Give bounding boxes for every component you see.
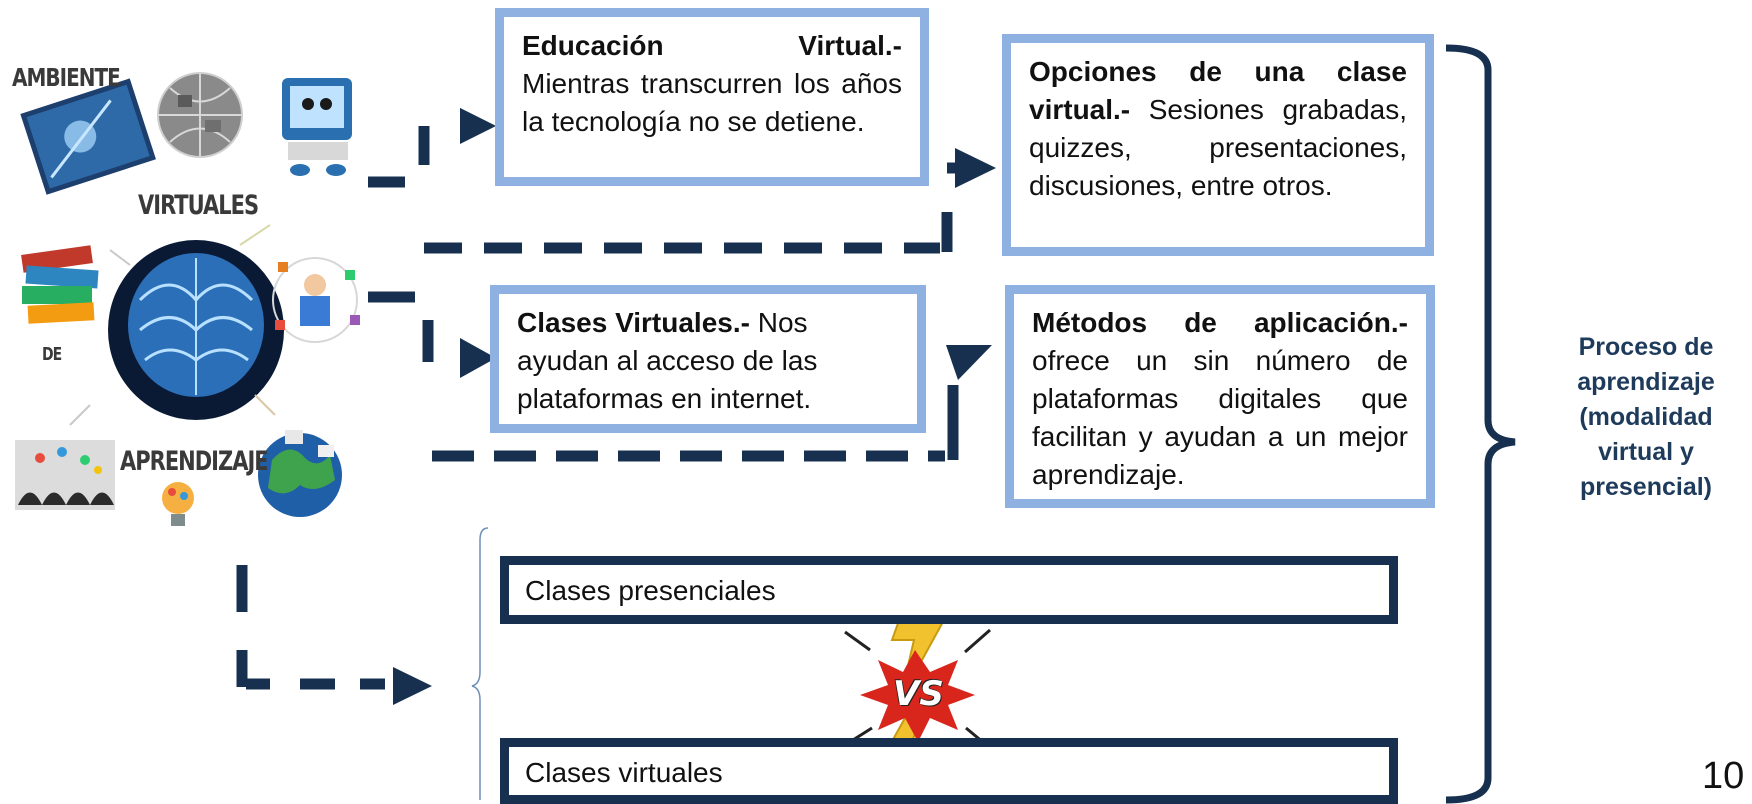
collage-word-de: DE: [42, 345, 62, 365]
page-number: 10: [1702, 755, 1745, 797]
comparison-thin-brace: [471, 527, 489, 800]
photo-globe-image: [157, 72, 243, 158]
educacion-body: Mientras transcurren los años la tecnolo…: [522, 68, 902, 137]
computer-robot-image: [282, 78, 352, 176]
educacion-title: Educación Virtual.-: [522, 30, 902, 61]
dashed-connectors: [236, 126, 962, 690]
box-clases-virtuales-comparison: Clases virtuales: [500, 738, 1398, 804]
opciones-body: Sesiones grabadas, quizzes, presentacion…: [1029, 94, 1407, 201]
lightbulb-image: [162, 482, 194, 526]
vs-starburst-icon: [860, 650, 975, 742]
brain-image: [108, 240, 284, 420]
person-network-image: [272, 257, 360, 343]
clases-virtuales-body: Nos ayudan al acceso de las plataformas …: [517, 307, 818, 414]
earth-globe-image: [258, 430, 342, 517]
arrow-to-metodos-icon: [946, 345, 992, 380]
collage-images: [15, 72, 360, 526]
connector-arrowheads: [393, 108, 996, 705]
crowd-icons-image: [15, 440, 115, 510]
tech-hand-image: [20, 78, 156, 195]
arrow-to-opciones-icon: [955, 148, 996, 188]
collage-word-virtuales: VIRTUALES: [138, 190, 259, 220]
proceso-aprendizaje-label: Proceso de aprendizaje (modalidad virtua…: [1577, 333, 1715, 501]
clases-virtuales-label: Clases virtuales: [525, 757, 723, 788]
vs-label: VS: [893, 674, 944, 714]
clases-presenciales-label: Clases presenciales: [525, 575, 776, 606]
right-curly-brace: [1445, 44, 1516, 804]
books-image: [21, 245, 99, 324]
collage-word-ambiente: AMBIENTE: [12, 62, 121, 92]
box-metodos-aplicacion: Métodos de aplicación.- ofrece un sin nú…: [1005, 285, 1435, 508]
arrow-to-comparison-icon: [393, 667, 432, 705]
box-clases-virtuales: Clases Virtuales.- Nos ayudan al acceso …: [490, 285, 926, 433]
metodos-title: Métodos de aplicación.-: [1032, 307, 1408, 338]
arrow-to-clases-virtuales-icon: [460, 338, 496, 378]
box-clases-presenciales: Clases presenciales: [500, 556, 1398, 624]
collage-word-aprendizaje: APRENDIZAJE: [120, 446, 269, 476]
opciones-title: Opciones de una clase virtual.-: [1029, 56, 1407, 125]
box-educacion-virtual: Educación Virtual.- Mientras transcurren…: [495, 8, 929, 186]
clases-virtuales-title: Clases Virtuales.-: [517, 307, 750, 338]
box-opciones-clase-virtual: Opciones de una clase virtual.- Sesiones…: [1002, 34, 1434, 256]
metodos-body: ofrece un sin número de plataformas digi…: [1032, 345, 1408, 490]
